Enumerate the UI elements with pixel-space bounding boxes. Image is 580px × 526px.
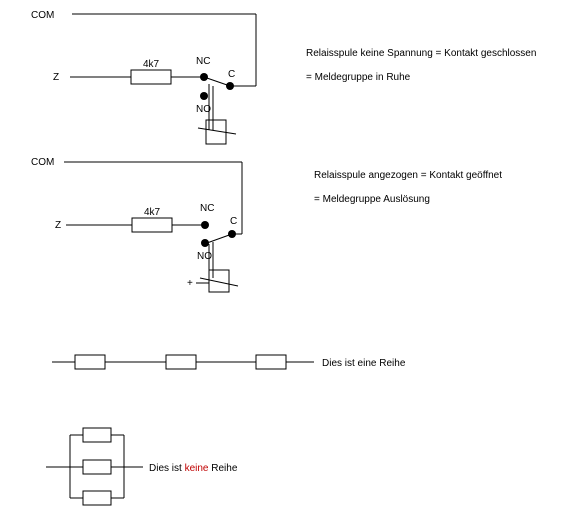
circuit-2 (64, 161, 243, 293)
nc-terminal-2 (201, 221, 209, 229)
circuit-1 (70, 13, 257, 145)
z-label-2: Z (55, 220, 61, 231)
closed-contact-arm-1 (203, 76, 231, 87)
parallel-resistor-1 (82, 427, 112, 443)
no-label-2: NO (197, 251, 212, 262)
nc-label-2: NC (200, 203, 214, 214)
relay-coil-2 (208, 269, 230, 293)
series-resistor-2 (165, 354, 197, 370)
no-terminal-2 (201, 239, 209, 247)
c-label-2: C (230, 216, 237, 227)
com-label-1: COM (31, 10, 54, 21)
open-contact-arm-2 (206, 233, 233, 244)
note-2-line-1: Relaisspule angezogen = Kontakt geöffnet (314, 170, 502, 181)
resistor-label-2: 4k7 (144, 207, 161, 218)
series-circuit (52, 354, 314, 370)
parallel-circuit (46, 427, 143, 506)
no-label-1: NO (196, 104, 211, 115)
series-resistor-3 (255, 354, 287, 370)
c-label-1: C (228, 69, 235, 80)
c-terminal-1 (226, 82, 234, 90)
parallel-label-emphasis: keine (185, 463, 209, 474)
z-label-1: Z (53, 72, 59, 83)
parallel-resistor-3 (82, 490, 112, 506)
no-terminal-1 (200, 92, 208, 100)
plus-label-2: + (187, 278, 193, 289)
note-1-line-1: Relaisspule keine Spannung = Kontakt ges… (306, 48, 536, 59)
nc-label-1: NC (196, 56, 210, 67)
coil-slash-1 (197, 127, 237, 135)
resistor-2 (131, 217, 173, 233)
series-resistor-1 (74, 354, 106, 370)
series-label: Dies ist eine Reihe (322, 358, 406, 369)
note-1-line-2: = Meldegruppe in Ruhe (306, 72, 411, 83)
parallel-label-suffix: Reihe (208, 463, 237, 474)
resistor-label-1: 4k7 (143, 59, 160, 70)
parallel-label-prefix: Dies ist (149, 463, 185, 474)
com-label-2: COM (31, 157, 54, 168)
note-2-line-2: = Meldegruppe Auslösung (314, 194, 430, 205)
parallel-label: Dies ist keine Reihe (149, 463, 238, 474)
resistor-1 (130, 69, 172, 85)
c-terminal-2 (228, 230, 236, 238)
nc-terminal-1 (200, 73, 208, 81)
coil-slash-2 (199, 277, 239, 287)
parallel-resistor-2 (82, 459, 112, 475)
